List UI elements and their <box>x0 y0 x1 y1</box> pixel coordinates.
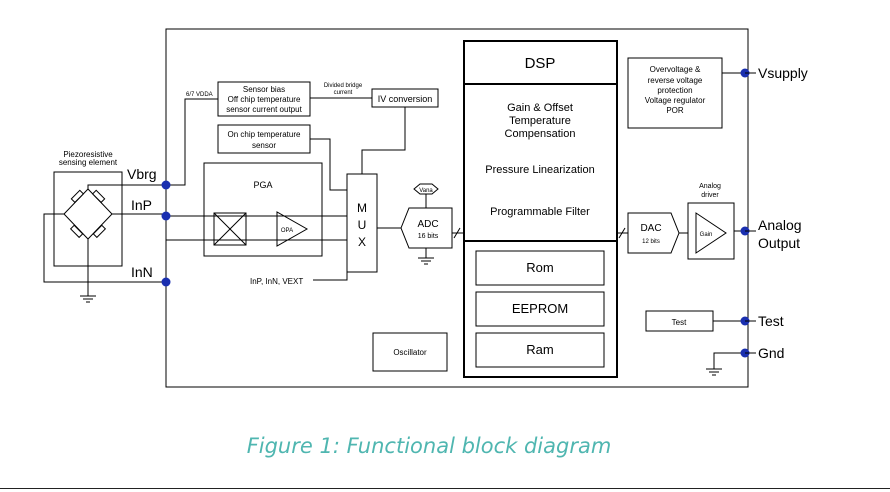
pga-block: PGA OPA <box>203 162 323 257</box>
svg-text:Off chip temperature: Off chip temperature <box>228 95 301 104</box>
eeprom-block: EEPROM <box>475 291 605 327</box>
svg-text:Overvoltage &: Overvoltage & <box>650 65 701 74</box>
svg-text:sensor current output: sensor current output <box>226 105 302 114</box>
svg-text:Vana: Vana <box>419 188 433 194</box>
vsupply-label: Vsupply <box>758 65 808 81</box>
opa-amplifier <box>276 211 309 247</box>
svg-text:IV conversion: IV conversion <box>378 94 433 104</box>
svg-text:Gain: Gain <box>700 232 713 238</box>
analog-driver-label-2: driver <box>701 192 719 199</box>
svg-text:Oscillator: Oscillator <box>393 348 427 357</box>
vdda-label: 6/7 VDDA <box>186 92 213 98</box>
dsp-filter: Programmable Filter <box>490 206 590 218</box>
divided-bridge-label-2: current <box>334 90 353 96</box>
svg-text:EEPROM: EEPROM <box>512 301 568 316</box>
oscillator-block: Oscillator <box>372 332 448 372</box>
svg-text:Ram: Ram <box>526 342 553 357</box>
mux-block: M U X <box>346 173 378 273</box>
svg-text:sensor: sensor <box>252 141 276 150</box>
divided-bridge-label-1: Divided bridge <box>324 83 363 89</box>
inp-label: InP <box>131 197 152 213</box>
svg-text:Sensor bias: Sensor bias <box>243 85 285 94</box>
protection-block: Overvoltage & reverse voltage protection… <box>627 57 723 129</box>
analog-driver-label-1: Analog <box>699 183 721 190</box>
svg-text:PGA: PGA <box>253 180 272 190</box>
vbrg-label: Vbrg <box>127 166 157 182</box>
svg-text:Test: Test <box>672 318 687 327</box>
dsp-gain-line2: Temperature <box>509 115 571 127</box>
bottom-divider <box>0 488 890 489</box>
piezo-label-2: sensing element <box>59 158 118 167</box>
gnd-label: Gnd <box>758 345 784 361</box>
dsp-gain-line3: Compensation <box>505 128 576 140</box>
chip-outline <box>165 28 749 388</box>
svg-text:reverse voltage: reverse voltage <box>648 76 703 85</box>
svg-text:ADC: ADC <box>417 219 438 230</box>
rom-block: Rom <box>475 250 605 286</box>
dsp-title: DSP <box>525 55 556 72</box>
dac-block: DAC 12 bits <box>627 212 680 254</box>
svg-text:12 bits: 12 bits <box>642 239 660 245</box>
mux-inputs-label: InP, InN, VEXT <box>250 277 303 286</box>
svg-text:U: U <box>358 218 367 232</box>
svg-text:Voltage regulator: Voltage regulator <box>645 96 706 105</box>
inp-pin <box>161 211 171 221</box>
analog-driver-block: Gain <box>687 202 735 260</box>
svg-text:POR: POR <box>666 106 684 115</box>
svg-text:16 bits: 16 bits <box>418 233 439 240</box>
svg-text:On chip temperature: On chip temperature <box>228 130 301 139</box>
iv-conversion-block: IV conversion <box>371 88 439 108</box>
svg-text:protection: protection <box>657 86 692 95</box>
ram-block: Ram <box>475 332 605 368</box>
dsp-gain-line1: Gain & Offset <box>507 102 573 114</box>
inn-pin <box>161 277 171 287</box>
chopper-switch <box>213 212 247 246</box>
dsp-linearization: Pressure Linearization <box>485 164 594 176</box>
test-block: Test <box>645 310 714 332</box>
figure-caption: Figure 1: Functional block diagram <box>246 434 612 458</box>
test-label: Test <box>758 313 784 329</box>
sensor-bias-block: Sensor bias Off chip temperature sensor … <box>217 81 311 117</box>
inn-label: InN <box>131 264 153 280</box>
analog-output-label-1: Analog <box>758 217 802 233</box>
dsp-block: DSP Gain & Offset Temperature Compensati… <box>463 40 618 378</box>
piezo-label-1: Piezoresistive <box>63 150 113 159</box>
svg-text:Rom: Rom <box>526 260 553 275</box>
svg-text:DAC: DAC <box>640 223 661 234</box>
svg-text:M: M <box>357 201 367 215</box>
vana-supply: Vana <box>413 183 439 208</box>
vbrg-pin <box>161 180 171 190</box>
adc-block: ADC 16 bits <box>400 207 453 265</box>
onchip-temp-block: On chip temperature sensor <box>217 124 311 154</box>
svg-text:OPA: OPA <box>281 228 293 234</box>
analog-output-label-2: Output <box>758 235 800 251</box>
svg-text:X: X <box>358 235 366 249</box>
